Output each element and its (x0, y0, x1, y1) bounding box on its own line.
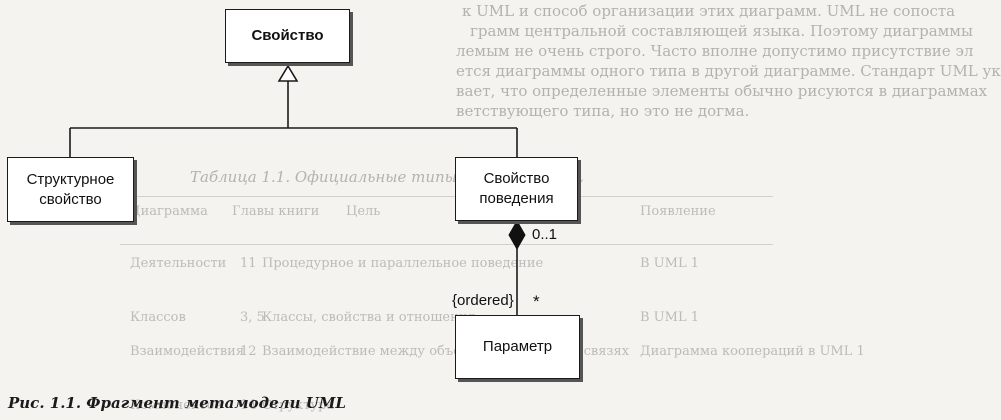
composition-diamond (508, 219, 526, 251)
class-parameter-label: Параметр (482, 338, 553, 355)
diagram-connectors (69, 64, 526, 315)
ordered-constraint-label: {ordered} (452, 292, 514, 309)
multiplicity-whole-label: 0..1 (532, 226, 558, 243)
class-property-label: Свойство (251, 27, 324, 44)
figure-caption: Рис. 1.1. Фрагмент метамодели UML (8, 394, 346, 412)
class-behavioral-property-label: Свойство поведения (479, 170, 554, 207)
multiplicity-part-label: * (533, 292, 540, 311)
generalization-arrowhead (277, 64, 299, 82)
class-structural-property-label: Структурное свойство (26, 170, 115, 208)
class-behavioral-property: Свойство поведения (455, 157, 578, 221)
class-property: Свойство (225, 9, 350, 63)
class-parameter: Параметр (455, 315, 580, 379)
class-structural-property: Структурное свойство (7, 157, 134, 222)
